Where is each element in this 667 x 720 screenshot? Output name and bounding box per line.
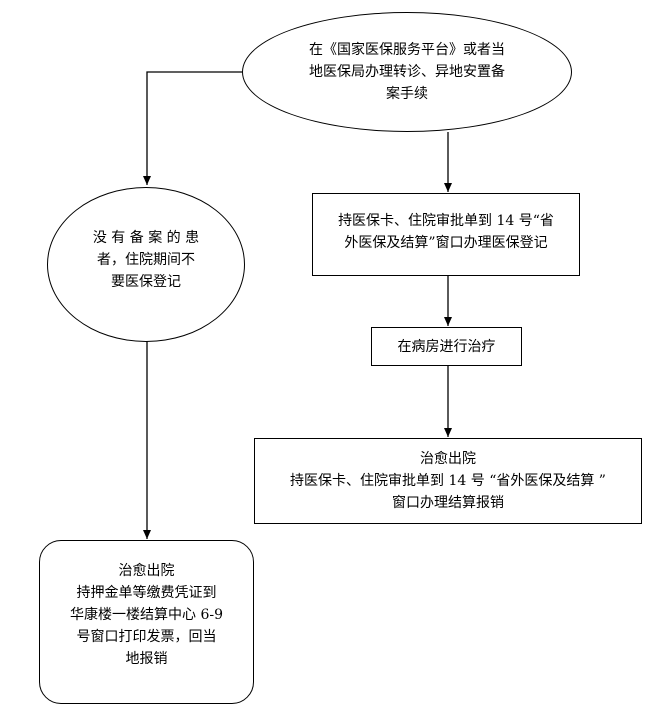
discharge-invoice-text: 治愈出院 持押金单等缴费凭证到 华康楼一楼结算中心 6-9 号窗口打印发票，回当…: [70, 563, 223, 667]
insurance-registration-box: 持医保卡、住院审批单到 14 号“省 外医保及结算”窗口办理医保登记: [312, 193, 580, 276]
ward-treatment-box: 在病房进行治疗: [371, 327, 522, 366]
discharge-settlement-box: 治愈出院 持医保卡、住院审批单到 14 号 “省外医保及结算 ” 窗口办理结算报…: [254, 438, 642, 524]
insurance-registration-text: 持医保卡、住院审批单到 14 号“省 外医保及结算”窗口办理医保登记: [338, 212, 554, 251]
no-filing-patient-text: 没 有 备 案 的 患 者，住院期间不 要医保登记: [92, 229, 200, 290]
discharge-settlement-text: 治愈出院 持医保卡、住院审批单到 14 号 “省外医保及结算 ” 窗口办理结算报…: [290, 451, 606, 511]
registration-ellipse: 在《国家医保服务平台》或者当 地医保局办理转诊、异地安置备 案手续: [242, 12, 572, 132]
connector-top-to-left: [143, 71, 242, 185]
ward-treatment-text: 在病房进行治疗: [397, 338, 496, 355]
registration-ellipse-text: 在《国家医保服务平台》或者当 地医保局办理转诊、异地安置备 案手续: [309, 42, 505, 102]
no-filing-patient-circle: 没 有 备 案 的 患 者，住院期间不 要医保登记: [47, 187, 245, 342]
discharge-invoice-box: 治愈出院 持押金单等缴费凭证到 华康楼一楼结算中心 6-9 号窗口打印发票，回当…: [39, 540, 254, 704]
